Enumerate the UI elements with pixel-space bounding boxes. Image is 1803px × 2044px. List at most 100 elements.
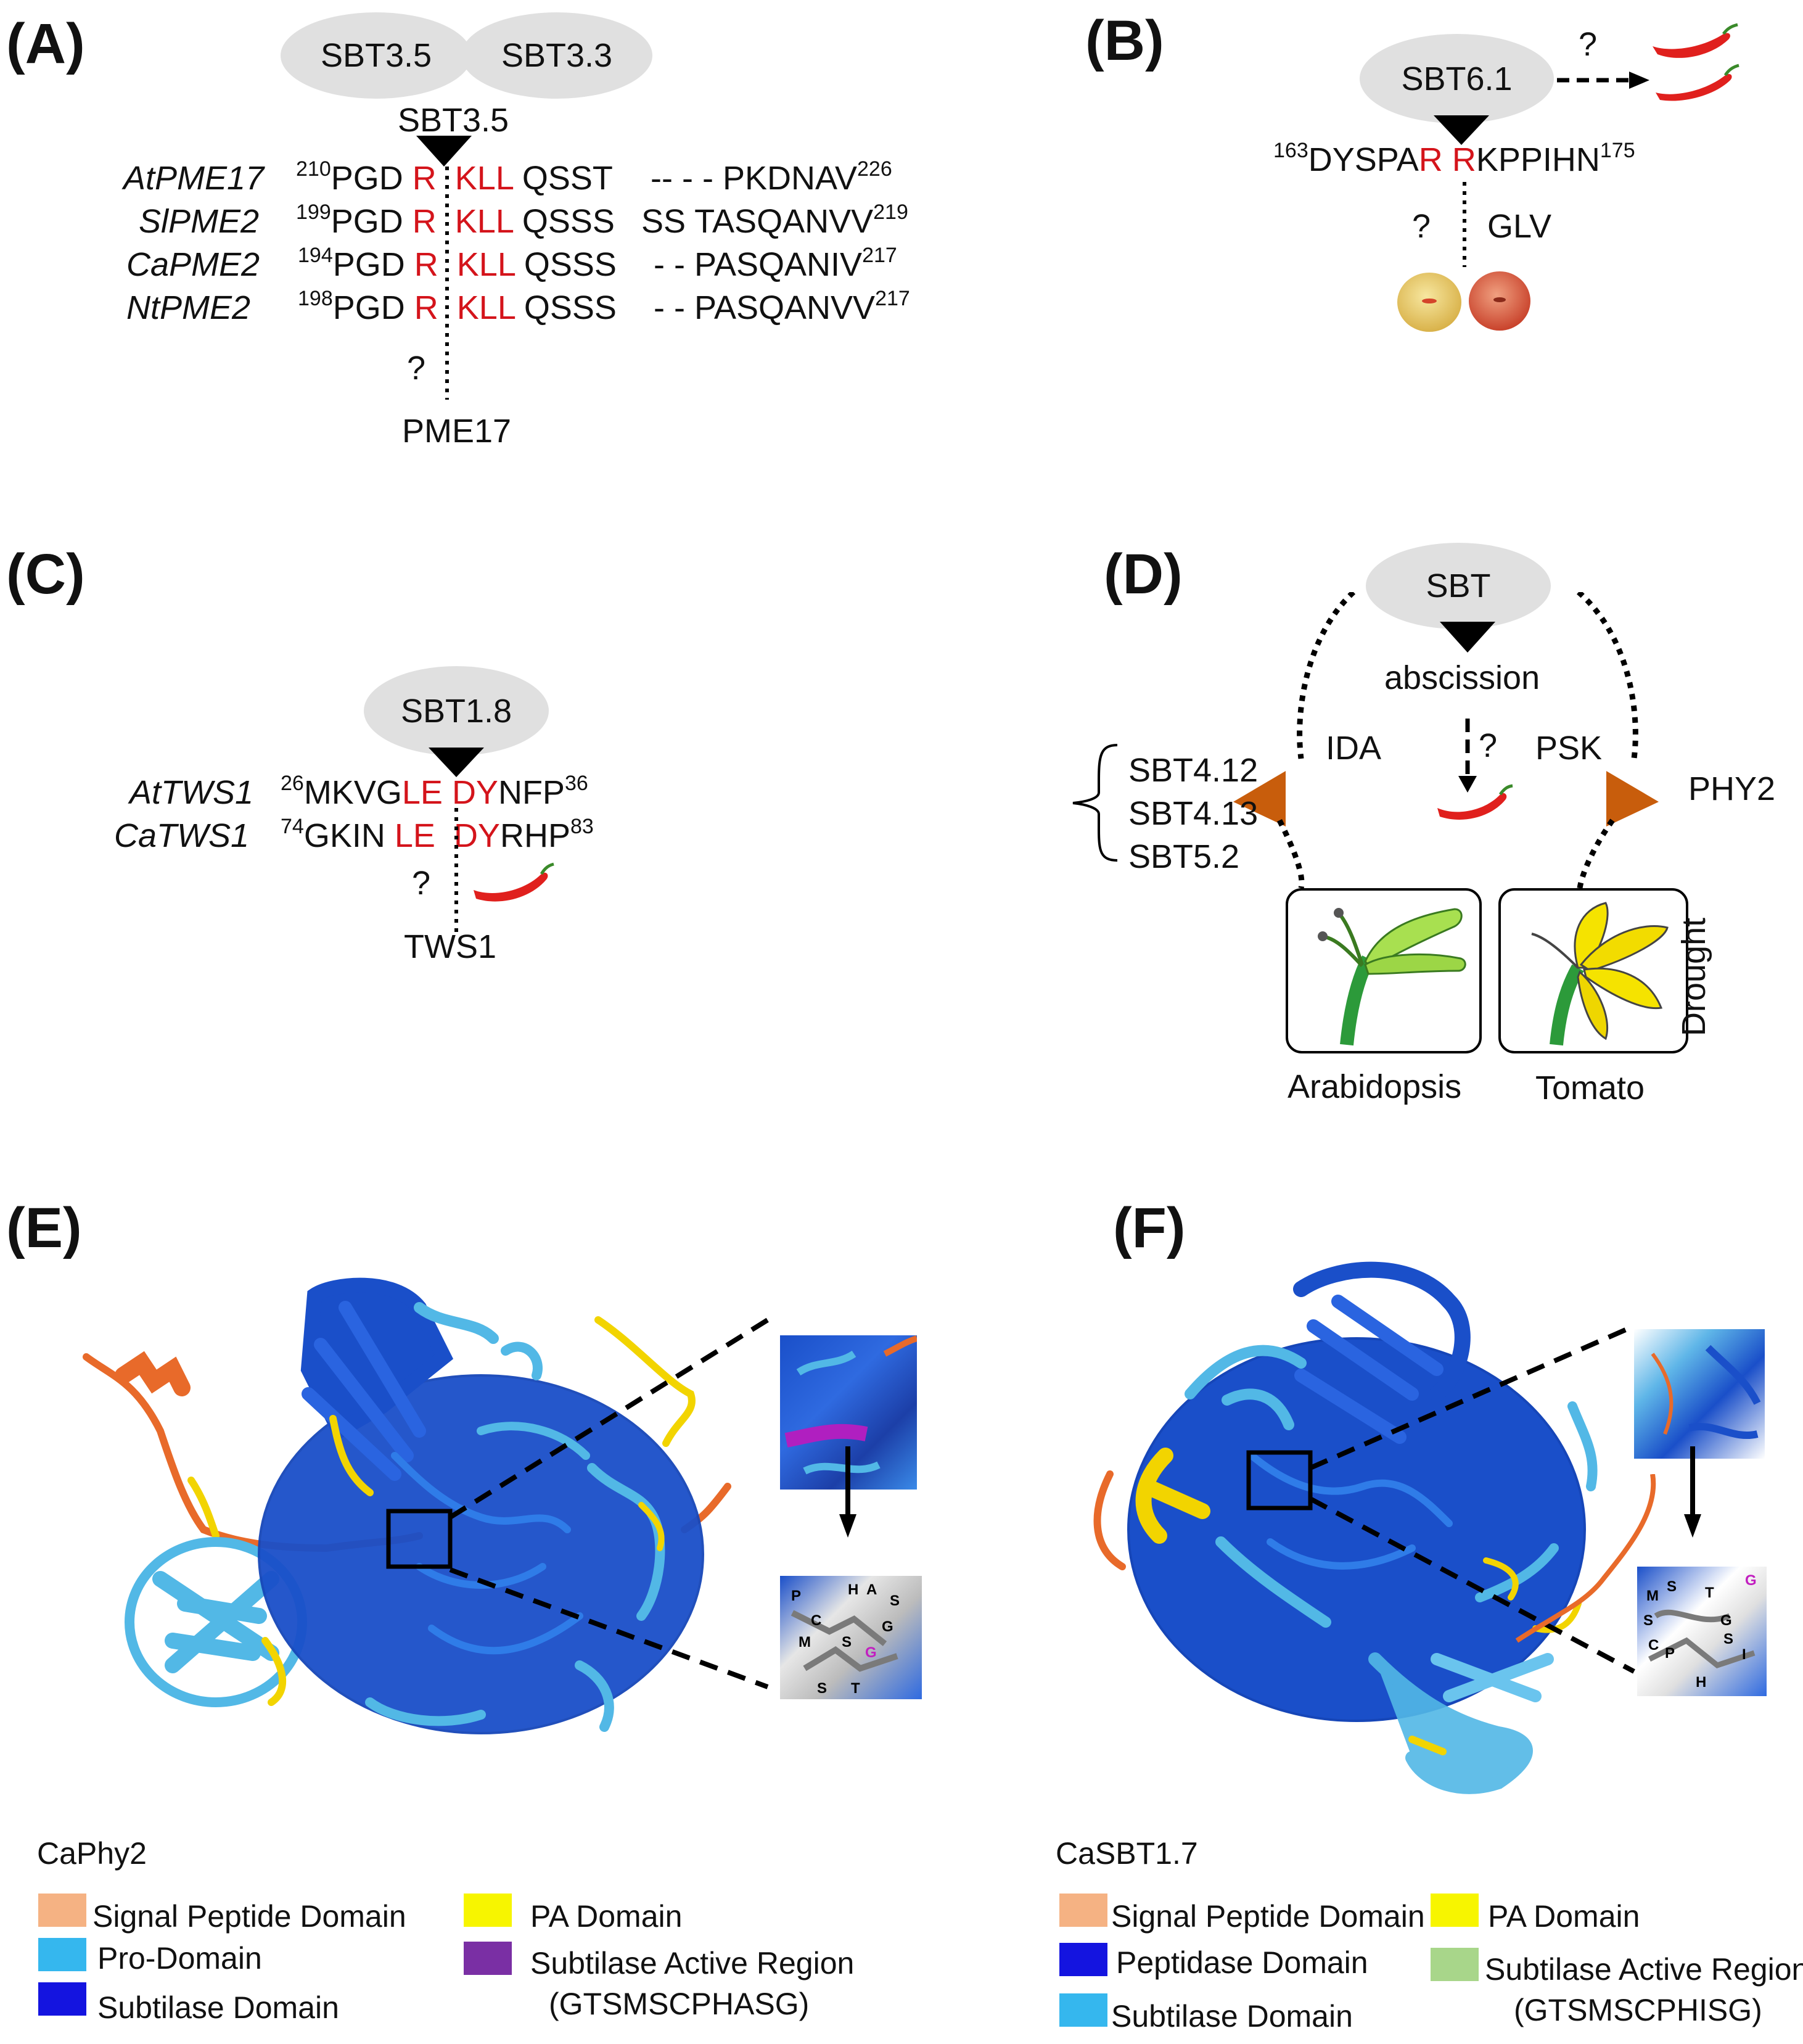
legend-swatch — [464, 1894, 512, 1927]
sbt-list-item: SBT4.13 — [1128, 795, 1259, 832]
unknown-question: ? — [407, 350, 426, 387]
legend-swatch — [1431, 1948, 1479, 1981]
panel-label-f: (F) — [1113, 1197, 1186, 1259]
zoom-dashed-lines — [1309, 1324, 1635, 1674]
residue-label: S — [1667, 1578, 1677, 1595]
seq-name: NtPME2 — [126, 289, 251, 326]
seq-name: CaPME2 — [126, 246, 260, 283]
zoom-inset-bottom: P H A S C G M S G S T — [780, 1576, 922, 1699]
arabidopsis-flower-box — [1286, 888, 1482, 1053]
drought-label: Drought — [1675, 917, 1712, 1036]
cleavage-arrowhead — [416, 136, 472, 167]
residue-label: M — [799, 1634, 811, 1650]
seq-row: 210PGD R KLL QSST — [296, 157, 613, 197]
enzyme-ellipse-sbt: SBT — [1366, 543, 1551, 629]
caphy2-structure — [83, 1277, 731, 1734]
product-pme17: PME17 — [402, 413, 512, 450]
residue-label: H — [1696, 1674, 1706, 1691]
residue-label: H — [848, 1581, 858, 1598]
residue-label: S — [1643, 1612, 1653, 1629]
legend-title: CaPhy2 — [37, 1836, 147, 1871]
arabidopsis-flower-icon — [1318, 908, 1466, 1046]
legend-title: CaSBT1.7 — [1056, 1836, 1198, 1871]
residue-label: S — [817, 1680, 827, 1697]
seq-name: SlPME2 — [139, 203, 260, 240]
legend-swatch — [1059, 1993, 1107, 2027]
seq-name: CaTWS1 — [114, 817, 250, 854]
legend-label: Subtilase Domain — [1111, 1999, 1353, 2034]
seq-row: 199PGD R KLL QSSS — [296, 200, 615, 240]
active-site-box — [386, 1509, 453, 1569]
product-glv: GLV — [1487, 208, 1552, 245]
seq-row: 194PGD R KLL QSSS — [298, 244, 617, 283]
seq-row: 26MKVGLE DYNFP36 — [281, 772, 588, 811]
residue-label: A — [866, 1581, 877, 1598]
cleavage-dotted-line — [445, 167, 449, 400]
phy2-label: PHY2 — [1688, 770, 1776, 807]
residue-label: T — [851, 1680, 860, 1697]
legend-swatch — [38, 1982, 86, 2016]
legend-label: PA Domain — [1488, 1899, 1640, 1934]
cleavage-arrowhead — [1434, 115, 1489, 145]
residue-label: P — [791, 1588, 801, 1604]
legend-label: Subtilase Domain — [97, 1990, 339, 2025]
enzyme-ellipse-sbt1-8: SBT1.8 — [364, 666, 549, 756]
pepper-icon — [1437, 784, 1513, 820]
legend-label: Peptidase Domain — [1116, 1945, 1368, 1980]
unknown-question: ? — [1479, 727, 1498, 764]
pepper-icon — [474, 862, 554, 902]
panel-label-c: (C) — [6, 543, 85, 606]
zoom-arrow — [1684, 1446, 1701, 1538]
cleaving-enzyme-label: SBT3.5 — [398, 102, 509, 139]
cleavage-dotted-line — [1463, 182, 1466, 267]
legend-swatch — [1059, 1894, 1107, 1927]
unknown-question: ? — [1579, 26, 1598, 63]
active-site-box — [1246, 1450, 1313, 1510]
casbt1-7-structure — [1093, 1261, 1598, 1794]
zoom-dashed-lines — [448, 1317, 770, 1689]
legend-label: Subtilase Active Region — [1485, 1952, 1803, 1987]
legend-label: Pro-Domain — [97, 1941, 262, 1976]
sbt6-1-substrate-sequence: 163DYSPAR RKPPIHN175 — [1273, 139, 1635, 178]
ida-label: IDA — [1326, 730, 1382, 767]
legend-swatch — [38, 1894, 86, 1927]
seq-row-tail: - - PASQANIV217 — [654, 244, 897, 283]
legend-sublabel: (GTSMSCPHASG) — [549, 1987, 810, 2021]
legend-swatch — [38, 1938, 86, 1971]
tomato-flower-icon — [1531, 902, 1669, 1046]
panel-label-a: (A) — [6, 12, 85, 75]
residue-label: G — [865, 1644, 877, 1661]
tomato-flower-box — [1498, 888, 1688, 1053]
panel-label-b: (B) — [1085, 9, 1164, 72]
pepper-icon — [1653, 23, 1739, 101]
residue-label: T — [1705, 1585, 1714, 1601]
enzyme-ellipse-sbt6-1: SBT6.1 — [1360, 34, 1554, 123]
residue-label: S — [890, 1593, 900, 1609]
seq-row: 198PGD R KLL QSSS — [298, 287, 617, 326]
unknown-question: ? — [412, 865, 431, 902]
residue-label: S — [1723, 1631, 1733, 1647]
legend-label: Signal Peptide Domain — [92, 1899, 406, 1934]
legend-label: Signal Peptide Domain — [1111, 1899, 1425, 1934]
product-tws1: TWS1 — [404, 928, 497, 965]
dashed-arrow-to-pepper — [1557, 72, 1649, 89]
seq-row-tail: - - PASQANVV217 — [654, 287, 910, 326]
panel-d-connectors — [1072, 592, 1659, 889]
cleavage-arrowhead — [429, 748, 484, 777]
seq-name: AtPME17 — [123, 160, 265, 197]
legend-label: Subtilase Active Region — [530, 1946, 855, 1980]
unknown-question: ? — [1412, 208, 1431, 245]
enzyme-ellipse-sbt3-3: SBT3.3 — [461, 12, 652, 99]
legend-sublabel: (GTSMSCPHISG) — [1514, 1993, 1762, 2027]
residue-label: C — [811, 1612, 821, 1629]
legend-swatch — [1431, 1894, 1479, 1927]
sbt-list-item: SBT5.2 — [1128, 838, 1240, 875]
cleavage-dotted-line — [454, 808, 458, 936]
tomato-fruit-icon — [1397, 271, 1530, 332]
arabidopsis-label: Arabidopsis — [1288, 1068, 1462, 1105]
tomato-label: Tomato — [1535, 1069, 1645, 1106]
residue-label: G — [1745, 1572, 1757, 1589]
seq-row: 74GKIN LE DYRHP83 — [281, 815, 594, 854]
seq-row-tail: SS TASQANVV219 — [641, 200, 908, 240]
legend-swatch — [1059, 1943, 1107, 1976]
